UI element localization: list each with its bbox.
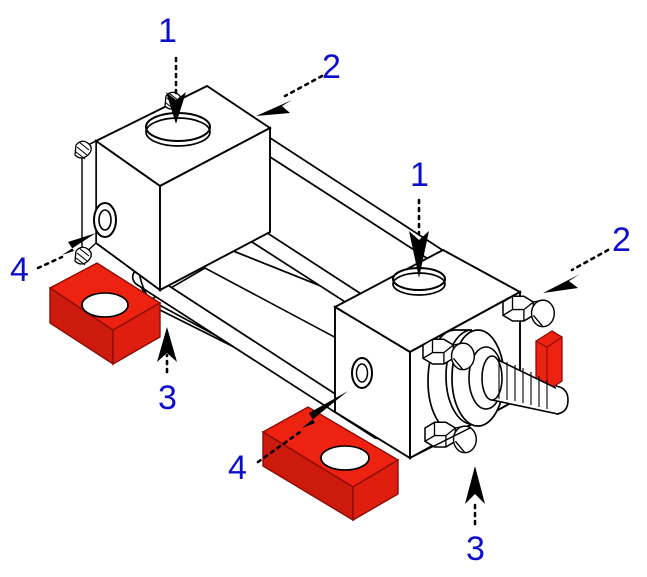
nut-mid-right (422, 338, 476, 371)
leader-callout-2-left (256, 74, 324, 116)
callout-2-left: 2 (322, 48, 341, 86)
piston-rod (481, 355, 569, 415)
leader-callout-4-right (256, 391, 348, 464)
leader-callout-3-right (465, 466, 485, 526)
tie-rod-thread-stub-left (74, 140, 92, 160)
callout-3-right: 3 (466, 530, 485, 568)
callout-4-left: 4 (10, 251, 29, 289)
tie-rod-thread-stub-bottom (74, 246, 92, 266)
callout-4-right: 4 (228, 449, 247, 487)
end-cap-left (74, 84, 272, 292)
leader-callout-1-right (409, 198, 429, 278)
callout-1-left: 1 (158, 12, 177, 50)
leader-callout-1-left (166, 56, 186, 124)
callout-3-left: 3 (158, 379, 177, 417)
callout-2-right: 2 (612, 221, 631, 259)
top-port-right (392, 267, 446, 296)
nut-upper-right (502, 295, 556, 328)
mount-block-left (48, 262, 162, 366)
leader-callout-4-left (36, 233, 96, 270)
side-port-right (351, 357, 373, 389)
side-port-left (93, 202, 117, 238)
top-port-left (145, 112, 211, 147)
leader-callout-3-left (157, 327, 177, 374)
mount-block-right (261, 406, 400, 522)
callout-1-right: 1 (410, 156, 429, 194)
leader-callout-2-right (543, 248, 610, 293)
